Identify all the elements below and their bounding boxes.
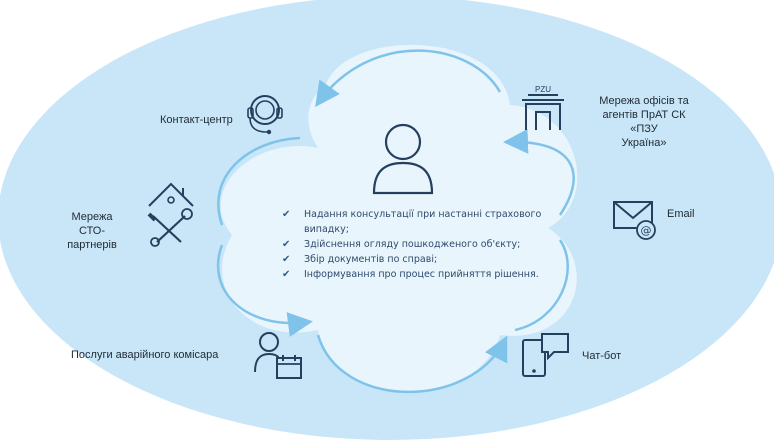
node-commissar-label: Послуги аварійного комісара: [71, 349, 219, 361]
node-email-label: Email: [667, 208, 695, 220]
list-item: ✔Збір документів по справі;: [282, 254, 438, 265]
node-sto-label: Мережа СТО- партнерів: [67, 211, 117, 251]
arrow-right-top: [503, 128, 575, 216]
svg-text:@: @: [641, 224, 652, 237]
check-icon: ✔: [282, 239, 291, 250]
arrow-left-bottom: [216, 244, 313, 337]
arrow-left-top: [217, 136, 301, 226]
house-tools-icon: [147, 182, 194, 247]
node-offices-label: Мережа офісів та агентів ПрАТ СК «ПЗУ Ук…: [599, 95, 689, 149]
headset-icon: [247, 95, 283, 135]
node-contact-center-label: Контакт-центр: [160, 114, 233, 126]
check-icon: ✔: [282, 209, 291, 220]
arrow-top: [315, 49, 502, 108]
person-calendar-icon: [254, 332, 302, 379]
list-item: ✔Надання консультації при настанні страх…: [282, 209, 542, 235]
check-icon: ✔: [282, 269, 291, 280]
node-chatbot-label: Чат-бот: [582, 350, 622, 362]
list-item: ✔Здійснення огляду пошкодженого об'єкту;: [282, 239, 521, 250]
pzu-logo-text: PZU: [535, 85, 551, 94]
check-icon: ✔: [282, 254, 291, 265]
inner-cloud: [220, 44, 578, 393]
mail-icon: @: [613, 201, 656, 240]
building-icon: PZU: [522, 85, 564, 130]
center-bullet-list: ✔Надання консультації при настанні страх…: [282, 207, 582, 282]
arrow-bottom: [316, 334, 508, 394]
list-item: ✔Інформування про процес прийняття рішен…: [282, 269, 539, 280]
arrow-right-bottom: [514, 239, 569, 332]
chat-phone-icon: [522, 333, 569, 377]
user-icon: [372, 123, 434, 195]
